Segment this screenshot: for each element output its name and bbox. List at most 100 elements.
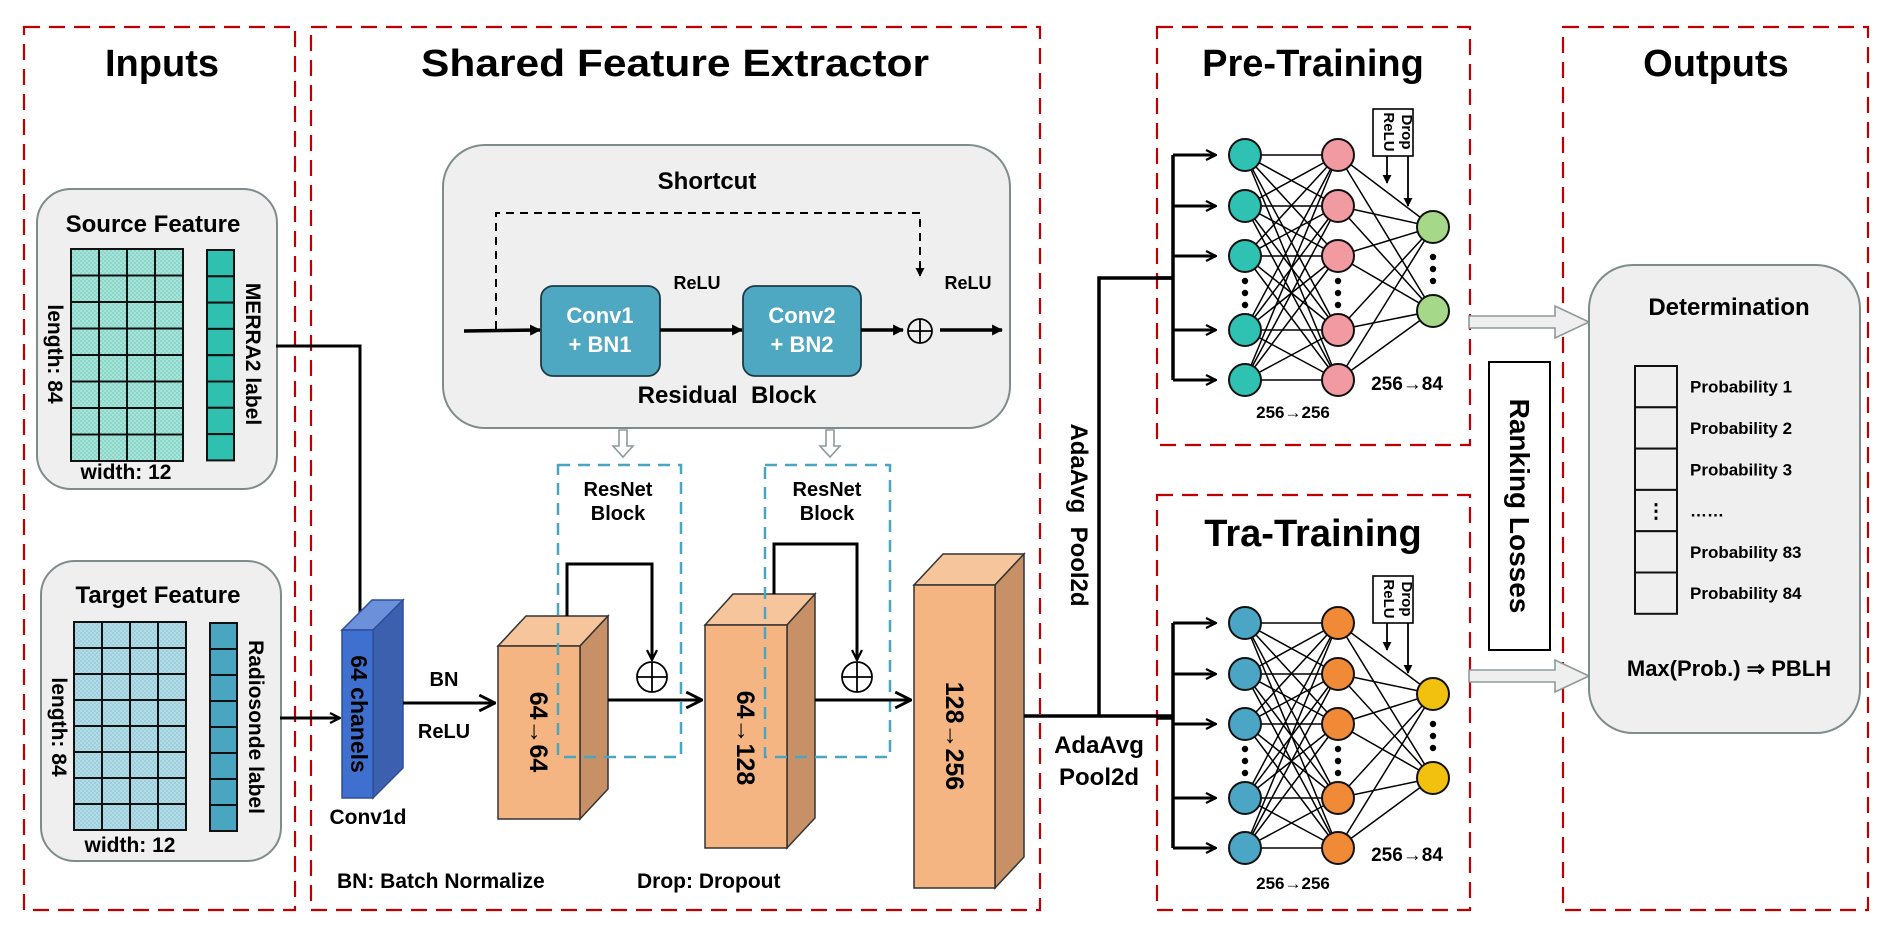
resnet2-skip-path <box>772 542 857 660</box>
grid-cell <box>101 699 131 727</box>
ellipsis-dot <box>1429 732 1437 740</box>
edge <box>1337 693 1434 849</box>
grid-cell <box>206 354 235 383</box>
cube1-front-face <box>497 645 581 820</box>
cube1-side-face <box>579 614 609 821</box>
determination-card: Determination ⋮ Probability 1Probability… <box>1588 264 1861 734</box>
output-node <box>1416 210 1450 244</box>
pre-layer2-caption: 256→84 <box>1371 374 1443 395</box>
residual-expansion-arrows <box>611 429 842 459</box>
outputs-title: Outputs <box>1643 43 1789 85</box>
grid-cell <box>154 407 184 436</box>
expand-arrow-1 <box>611 429 635 459</box>
probability-label: Probability 83 <box>1690 543 1801 562</box>
source-length-label: length: 84 <box>43 304 66 403</box>
cube3-side-face <box>994 552 1025 890</box>
edge <box>1337 154 1434 228</box>
grid-cell <box>73 751 103 779</box>
grid-cell <box>70 433 100 462</box>
grid-cell <box>126 327 156 356</box>
pretraining-to-outputs-arrow <box>1468 304 1591 340</box>
ellipsis-dot <box>1334 289 1342 297</box>
layer2-node <box>1321 363 1355 397</box>
grid-cell <box>206 249 235 278</box>
probability-cell <box>1634 365 1678 409</box>
residual-input-arrow <box>463 324 542 336</box>
grid-cell <box>209 726 238 754</box>
edge <box>1244 154 1339 381</box>
resnet1-label-line1: ResNet <box>584 479 653 501</box>
grid-cell <box>126 354 156 383</box>
grid-cell <box>129 777 159 805</box>
grid-cell <box>126 301 156 330</box>
grid-cell <box>209 674 238 702</box>
layer1-node <box>1228 189 1262 223</box>
merra2-label-bar <box>206 249 235 462</box>
tratraining-network <box>1157 606 1450 865</box>
max-prob-formula: Max(Prob.) ⇒ PBLH <box>1627 656 1831 681</box>
grid-cell <box>98 248 128 277</box>
grid-cell <box>70 380 100 409</box>
tra-drop-label: Drop <box>1398 582 1415 617</box>
resnet1-label-line2: Block <box>591 503 646 525</box>
grid-cell <box>209 700 238 728</box>
tratraining-panel <box>1155 493 1472 912</box>
ellipsis-dot <box>1241 769 1249 777</box>
conv1d-block: 64 chanels Conv1d <box>329 598 407 829</box>
relu-label: ReLU <box>418 721 470 743</box>
edge <box>1337 154 1434 312</box>
grid-cell <box>98 301 128 330</box>
edge <box>1337 777 1434 849</box>
resnet2-sum-icon <box>841 661 873 693</box>
residual-block-title: Residual Block <box>638 382 817 409</box>
cube2-label: 64→128 <box>731 691 759 786</box>
ellipsis-dot <box>1334 769 1342 777</box>
source-width-label: width: 12 <box>79 461 171 484</box>
grid-cell <box>206 406 235 436</box>
cube-64-128: 64→128 <box>703 592 817 850</box>
ranking-losses-box <box>1488 361 1551 651</box>
ellipsis-dot <box>1241 757 1249 765</box>
grid-cell <box>70 274 100 303</box>
probability-label: Probability 84 <box>1690 584 1802 603</box>
grid-cell <box>206 301 235 330</box>
tra-relu-label: ReLU <box>1380 579 1397 618</box>
relu-between-convs: ReLU <box>673 273 720 293</box>
output-node <box>1416 677 1450 711</box>
source-feature-grid <box>70 248 184 462</box>
edge <box>1244 673 1339 725</box>
edge <box>1337 693 1434 799</box>
grid-cell <box>154 433 184 462</box>
grid-cell <box>129 621 159 649</box>
edge <box>1244 622 1339 799</box>
layer2-node <box>1321 239 1355 273</box>
layer1-node <box>1228 363 1262 397</box>
edge <box>1337 310 1434 381</box>
grid-cell <box>98 407 128 436</box>
grid-cell <box>73 673 103 701</box>
grid-cell <box>157 621 187 649</box>
flow-arrows-to-outputs <box>1468 304 1591 694</box>
target-feature-grid <box>73 621 187 831</box>
grid-cell <box>101 777 131 805</box>
grid-cell <box>70 327 100 356</box>
pool-vertical-connector <box>1097 276 1173 716</box>
layer1-node <box>1228 606 1262 640</box>
grid-cell <box>101 751 131 779</box>
edge <box>1244 154 1339 257</box>
source-feature-card: Source Feature length: 84 width: 12 MERR… <box>36 188 278 490</box>
resnet-block-1: ResNet Block <box>556 463 683 759</box>
inputs-title: Inputs <box>105 43 219 85</box>
resnet1-skip-path <box>565 562 652 660</box>
layer2-node <box>1321 138 1355 172</box>
resnet2-dashed-frame <box>763 463 892 759</box>
grid-cell <box>70 407 100 436</box>
bn-label: BN <box>430 669 459 691</box>
probability-label: Probability 3 <box>1690 460 1792 479</box>
outputs-panel <box>1561 25 1870 912</box>
grid-cell <box>73 647 103 675</box>
grid-cell <box>126 407 156 436</box>
target-feature-card: Target Feature length: 84 width: 12 Radi… <box>40 560 282 862</box>
grid-cell <box>209 752 238 780</box>
